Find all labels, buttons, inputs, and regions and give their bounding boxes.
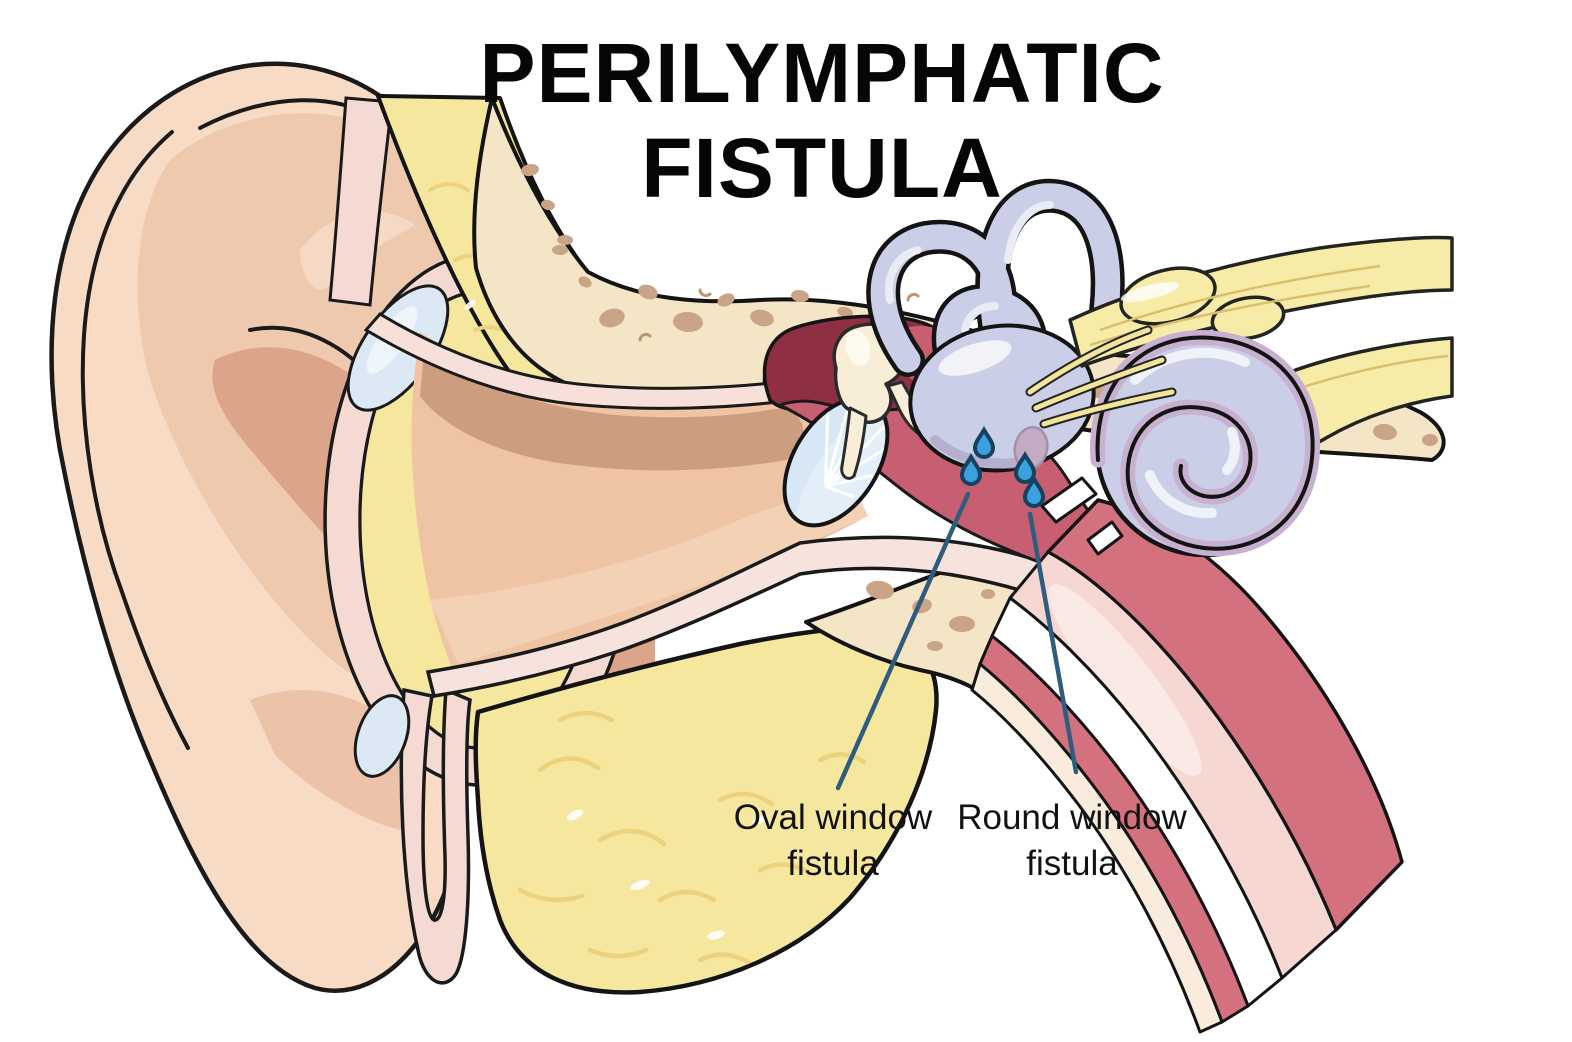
oval-window-fistula-label: Oval window fistula [733,798,933,883]
figure-title: PERILYMPHATIC FISTULA [479,26,1164,216]
malleus-handle [840,406,868,480]
bone-block-speckles [866,580,1023,673]
canal-light-band [430,494,868,664]
round-window-niche-notches [1040,476,1124,556]
tube-band-pink-highlight [1048,584,1202,776]
tube-band-cream-outer [970,662,1224,1034]
ear-canal [363,312,1111,698]
bone-lower-yellow [473,625,939,995]
vestibule-highlight [938,340,1012,376]
facial-nerve-strands [1025,325,1177,429]
cartilage-blob-lower [353,694,411,778]
figure-title-line1: PERILYMPHATIC [479,26,1165,120]
leader-line-round-window [1027,511,1079,775]
intertragic-fold [399,687,472,985]
eustachian-tube [970,476,1404,1034]
cochlea-spiral-line [1095,335,1315,551]
nerve-highlight [1120,282,1180,302]
canal-dark-band [420,352,805,471]
temporal-bone-lower [473,625,939,995]
wedge-highlight [464,299,476,311]
round-window-fistula-label: Round window fistula [957,798,1187,883]
cochlea-highlights [1130,347,1250,519]
ossicle-highlight [845,330,871,366]
bone-highlights [566,809,768,940]
bone-squiggle-texture [517,710,867,965]
leader-lines [835,491,1079,791]
figure-title-line2: FISTULA [641,120,1003,215]
canal-lining-strip [328,96,394,307]
leader-line-oval-window [835,491,971,791]
nerve-bulge-small [1210,295,1286,341]
inner-ear-labyrinth [866,178,1454,558]
